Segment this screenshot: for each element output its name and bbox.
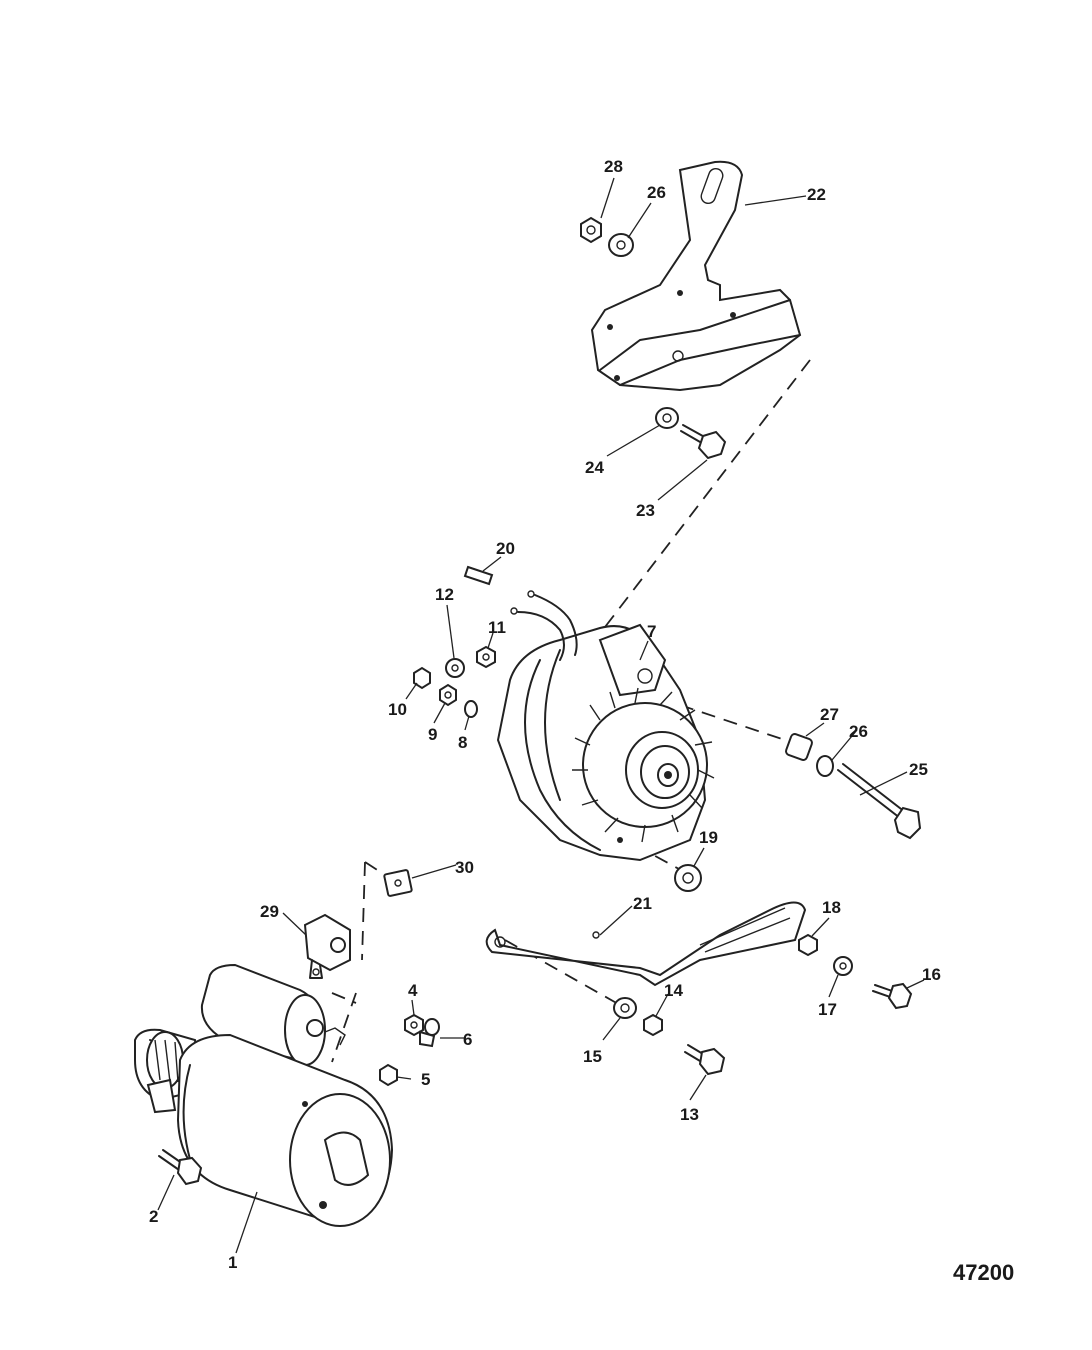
adjusting-bracket xyxy=(485,901,807,987)
nut-11 xyxy=(476,645,496,669)
washer-24 xyxy=(655,407,679,429)
label-part-29: 29 xyxy=(260,902,279,921)
label-part-26-lower: 26 xyxy=(849,722,868,741)
washer-26-lower xyxy=(816,755,834,777)
starter-motor xyxy=(134,963,394,1227)
label-part-21: 21 xyxy=(633,894,652,913)
washer-9 xyxy=(439,683,457,707)
bolt-25 xyxy=(837,763,922,840)
label-part-28: 28 xyxy=(604,157,623,176)
washer-18 xyxy=(798,933,818,957)
label-part-12: 12 xyxy=(435,585,454,604)
alternator xyxy=(496,623,715,862)
spacer-27 xyxy=(785,733,813,761)
assembly-line-bracket-alternator xyxy=(594,359,811,641)
assembly-line-starter-top xyxy=(331,992,357,1004)
label-part-8: 8 xyxy=(458,733,467,752)
label-part-7: 7 xyxy=(647,622,656,641)
label-part-9: 9 xyxy=(428,725,437,744)
label-part-4: 4 xyxy=(408,981,418,1000)
bolt-2 xyxy=(158,1149,203,1186)
label-part-30: 30 xyxy=(455,858,474,877)
nut-5 xyxy=(379,1063,398,1087)
regulator-29 xyxy=(303,913,351,979)
screw-6 xyxy=(419,1018,440,1048)
alternator-wires xyxy=(510,590,578,661)
label-part-18: 18 xyxy=(822,898,841,917)
bolt-13 xyxy=(684,1044,726,1076)
spacer-19 xyxy=(674,864,702,892)
label-part-23: 23 xyxy=(636,501,655,520)
label-part-16: 16 xyxy=(922,965,941,984)
label-part-15: 15 xyxy=(583,1047,602,1066)
figure-number: 47200 xyxy=(953,1260,1014,1285)
label-part-20: 20 xyxy=(496,539,515,558)
nut-28 xyxy=(580,216,602,244)
label-part-10: 10 xyxy=(388,700,407,719)
label-part-26: 26 xyxy=(647,183,666,202)
label-part-13: 13 xyxy=(680,1105,699,1124)
label-part-17: 17 xyxy=(818,1000,837,1019)
assembly-line-bolt25 xyxy=(679,704,801,746)
clip-30 xyxy=(383,869,413,897)
bolt-23 xyxy=(680,424,727,460)
washer-17 xyxy=(833,956,853,976)
assembly-line-regulator-top xyxy=(364,861,386,876)
alternator-pulley xyxy=(625,731,699,809)
assembly-line-starter xyxy=(331,992,357,1063)
leader-lines xyxy=(157,177,925,1254)
label-part-1: 1 xyxy=(228,1253,237,1272)
washer-8 xyxy=(464,700,478,718)
washer-15 xyxy=(613,997,637,1019)
label-part-11: 11 xyxy=(488,618,506,637)
label-part-27: 27 xyxy=(820,705,839,724)
nut-12 xyxy=(445,658,465,678)
label-part-6: 6 xyxy=(463,1030,472,1049)
pin-20 xyxy=(463,565,494,586)
label-part-25: 25 xyxy=(909,760,928,779)
label-part-19: 19 xyxy=(699,828,718,847)
assembly-line-regulator xyxy=(361,861,366,961)
nut-10 xyxy=(413,666,431,690)
label-part-24: 24 xyxy=(585,458,604,477)
alternator-mounting-bracket xyxy=(590,160,802,392)
bolt-16 xyxy=(872,982,913,1010)
label-part-14: 14 xyxy=(664,981,683,1000)
part-labels: 28 26 22 24 23 20 12 11 7 10 9 8 27 26 2… xyxy=(149,157,1014,1285)
label-part-2: 2 xyxy=(149,1207,158,1226)
washer-26-upper xyxy=(608,233,634,257)
washer-14 xyxy=(643,1013,663,1037)
label-part-5: 5 xyxy=(421,1070,430,1089)
label-part-22: 22 xyxy=(807,185,826,204)
